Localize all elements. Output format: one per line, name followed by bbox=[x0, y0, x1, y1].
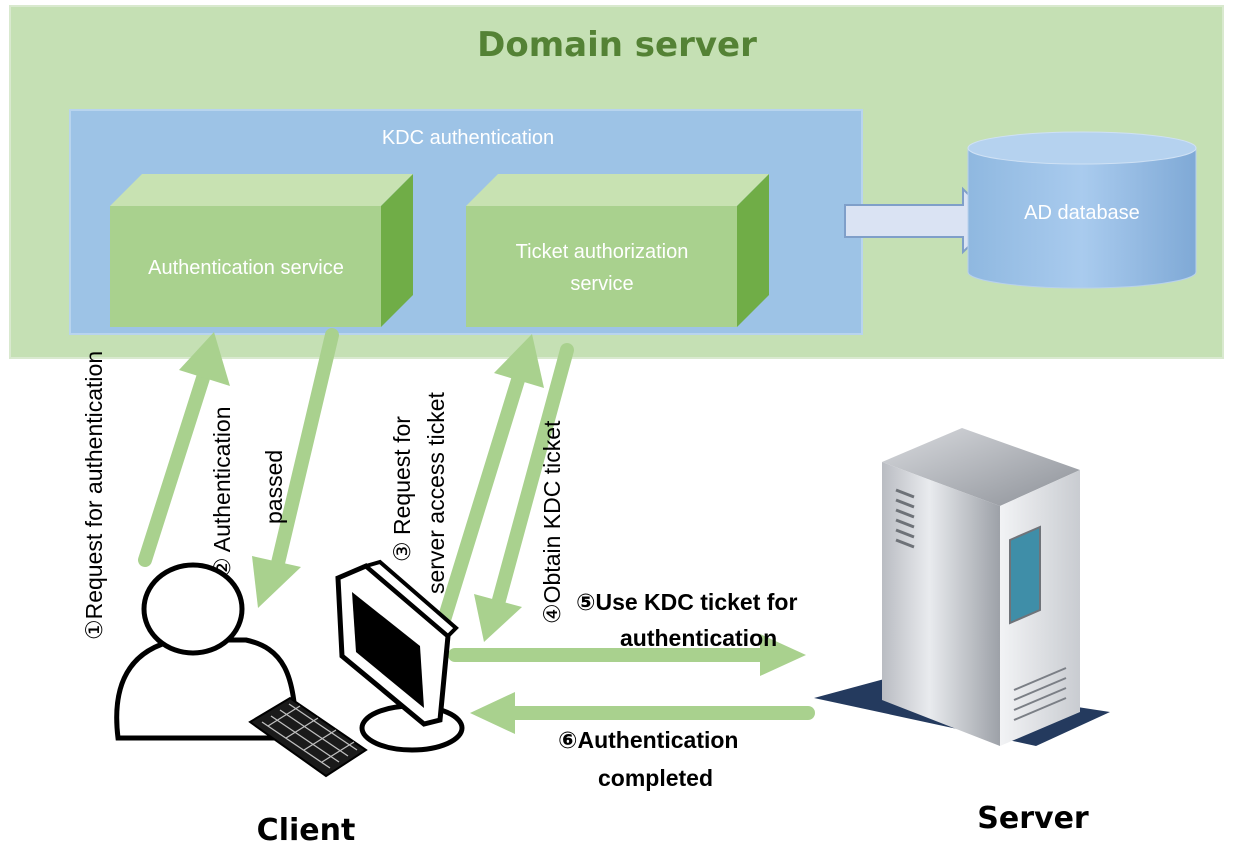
step2-label-line2: passed bbox=[261, 450, 287, 524]
keyboard-icon bbox=[248, 696, 368, 778]
step-arrows bbox=[138, 328, 815, 734]
arrow-step3 bbox=[437, 373, 525, 627]
arrowhead-step3 bbox=[494, 334, 544, 388]
step1-label: ①Request for authentication bbox=[81, 351, 107, 640]
ticket-service-box: Ticket authorization service bbox=[466, 174, 769, 327]
step3-label-line2: server access ticket bbox=[423, 391, 449, 594]
server-label: Server bbox=[977, 801, 1089, 836]
arrow-step4 bbox=[492, 343, 574, 607]
step5-label-line2: authentication bbox=[620, 625, 777, 651]
step5-label-line1: ⑤Use KDC ticket for bbox=[576, 589, 797, 615]
ad-database-label: AD database bbox=[1024, 202, 1140, 224]
monitor-icon bbox=[335, 559, 465, 753]
ticket-service-label-line2: service bbox=[570, 273, 633, 295]
arrowhead-step2 bbox=[252, 556, 301, 608]
arrowhead-step5 bbox=[760, 634, 806, 676]
ticket-service-label-line1: Ticket authorization bbox=[516, 241, 689, 263]
step6-label-line1: ⑥Authentication bbox=[558, 727, 738, 753]
step6-label-line2: completed bbox=[598, 765, 713, 791]
ad-database: AD database bbox=[967, 131, 1197, 289]
client-label: Client bbox=[257, 813, 356, 848]
step3-label-line1: ③ Request for bbox=[389, 416, 415, 562]
server-icon bbox=[814, 428, 1110, 746]
authentication-service-box: Authentication service bbox=[110, 174, 413, 327]
arrow-step2 bbox=[271, 328, 339, 570]
step2-label-line1: ② Authentication bbox=[209, 406, 235, 578]
arrowhead-step4 bbox=[474, 594, 522, 642]
arrowhead-step6 bbox=[470, 692, 515, 734]
authentication-service-label: Authentication service bbox=[148, 257, 344, 279]
user-icon bbox=[114, 562, 299, 741]
arrow-step1 bbox=[138, 371, 210, 567]
step4-label: ④Obtain KDC ticket bbox=[539, 420, 565, 624]
domain-server-title: Domain server bbox=[477, 25, 757, 65]
kdc-title: KDC authentication bbox=[382, 127, 554, 149]
arrowhead-step1 bbox=[179, 332, 230, 386]
